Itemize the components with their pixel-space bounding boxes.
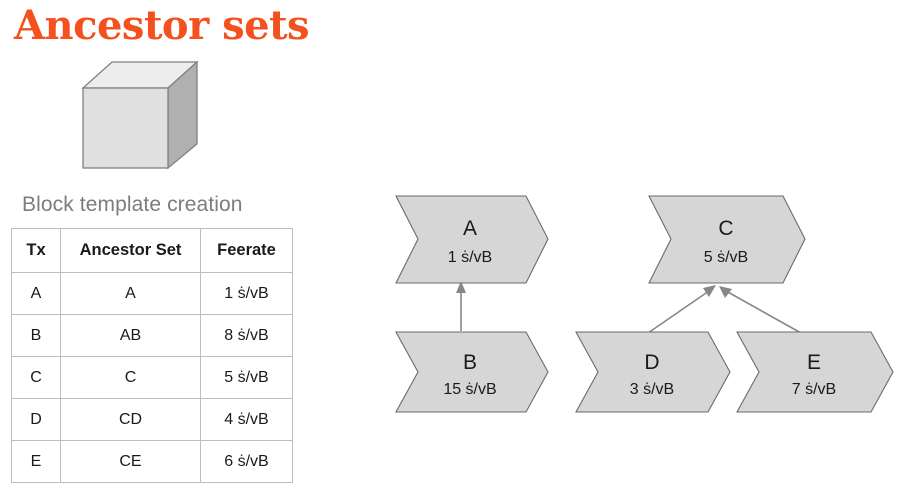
tx-node-d[interactable]: D 3 ṡ/vB <box>575 331 731 413</box>
cell-tx: B <box>11 314 61 357</box>
cell-tx: A <box>11 272 61 315</box>
tx-node-b-feerate: 15 ṡ/vB <box>443 381 496 398</box>
edge-e-to-c <box>719 286 802 334</box>
table-row: E CE 6 ṡ/vB <box>11 440 293 483</box>
page-title: Ancestor sets <box>14 2 310 49</box>
tx-node-c[interactable]: C 5 ṡ/vB <box>648 195 806 284</box>
tx-node-b[interactable]: B 15 ṡ/vB <box>395 331 549 413</box>
edge-d-to-c <box>647 285 716 334</box>
cube-front-face <box>82 87 169 169</box>
ancestor-set-table: Tx Ancestor Set Feerate A A 1 ṡ/vB B AB … <box>11 228 293 483</box>
tx-node-a-name: A <box>463 217 477 240</box>
column-header-feerate: Feerate <box>200 228 293 273</box>
tx-node-c-feerate: 5 ṡ/vB <box>704 249 748 266</box>
block-cube-illustration <box>75 55 205 180</box>
cell-ancestor-set: AB <box>60 314 201 357</box>
edge-b-to-a <box>456 281 466 331</box>
table-row: D CD 4 ṡ/vB <box>11 398 293 441</box>
tx-node-e-feerate: 7 ṡ/vB <box>792 381 836 398</box>
tx-node-d-feerate: 3 ṡ/vB <box>630 381 674 398</box>
cell-feerate: 1 ṡ/vB <box>200 272 293 315</box>
cell-feerate: 4 ṡ/vB <box>200 398 293 441</box>
table-row: C C 5 ṡ/vB <box>11 356 293 399</box>
3d-cube-icon <box>81 60 199 170</box>
cell-tx: E <box>11 440 61 483</box>
tx-node-c-name: C <box>718 217 733 240</box>
cell-ancestor-set: A <box>60 272 201 315</box>
cell-tx: C <box>11 356 61 399</box>
column-header-ancestor-set: Ancestor Set <box>60 228 201 273</box>
tx-node-a-feerate: 1 ṡ/vB <box>448 249 492 266</box>
table-caption: Block template creation <box>22 193 243 216</box>
cell-feerate: 5 ṡ/vB <box>200 356 293 399</box>
cell-ancestor-set: CE <box>60 440 201 483</box>
table-row: A A 1 ṡ/vB <box>11 272 293 315</box>
tx-node-e[interactable]: E 7 ṡ/vB <box>736 331 894 413</box>
table-row: B AB 8 ṡ/vB <box>11 314 293 357</box>
cell-feerate: 6 ṡ/vB <box>200 440 293 483</box>
dependency-edges <box>456 281 802 334</box>
tx-node-e-name: E <box>807 351 821 374</box>
tx-node-a[interactable]: A 1 ṡ/vB <box>395 195 549 284</box>
cell-feerate: 8 ṡ/vB <box>200 314 293 357</box>
tx-node-b-name: B <box>463 351 477 374</box>
column-header-tx: Tx <box>11 228 61 273</box>
tx-node-d-name: D <box>644 351 659 374</box>
table-header-row: Tx Ancestor Set Feerate <box>11 228 293 273</box>
cell-ancestor-set: C <box>60 356 201 399</box>
cell-tx: D <box>11 398 61 441</box>
cell-ancestor-set: CD <box>60 398 201 441</box>
